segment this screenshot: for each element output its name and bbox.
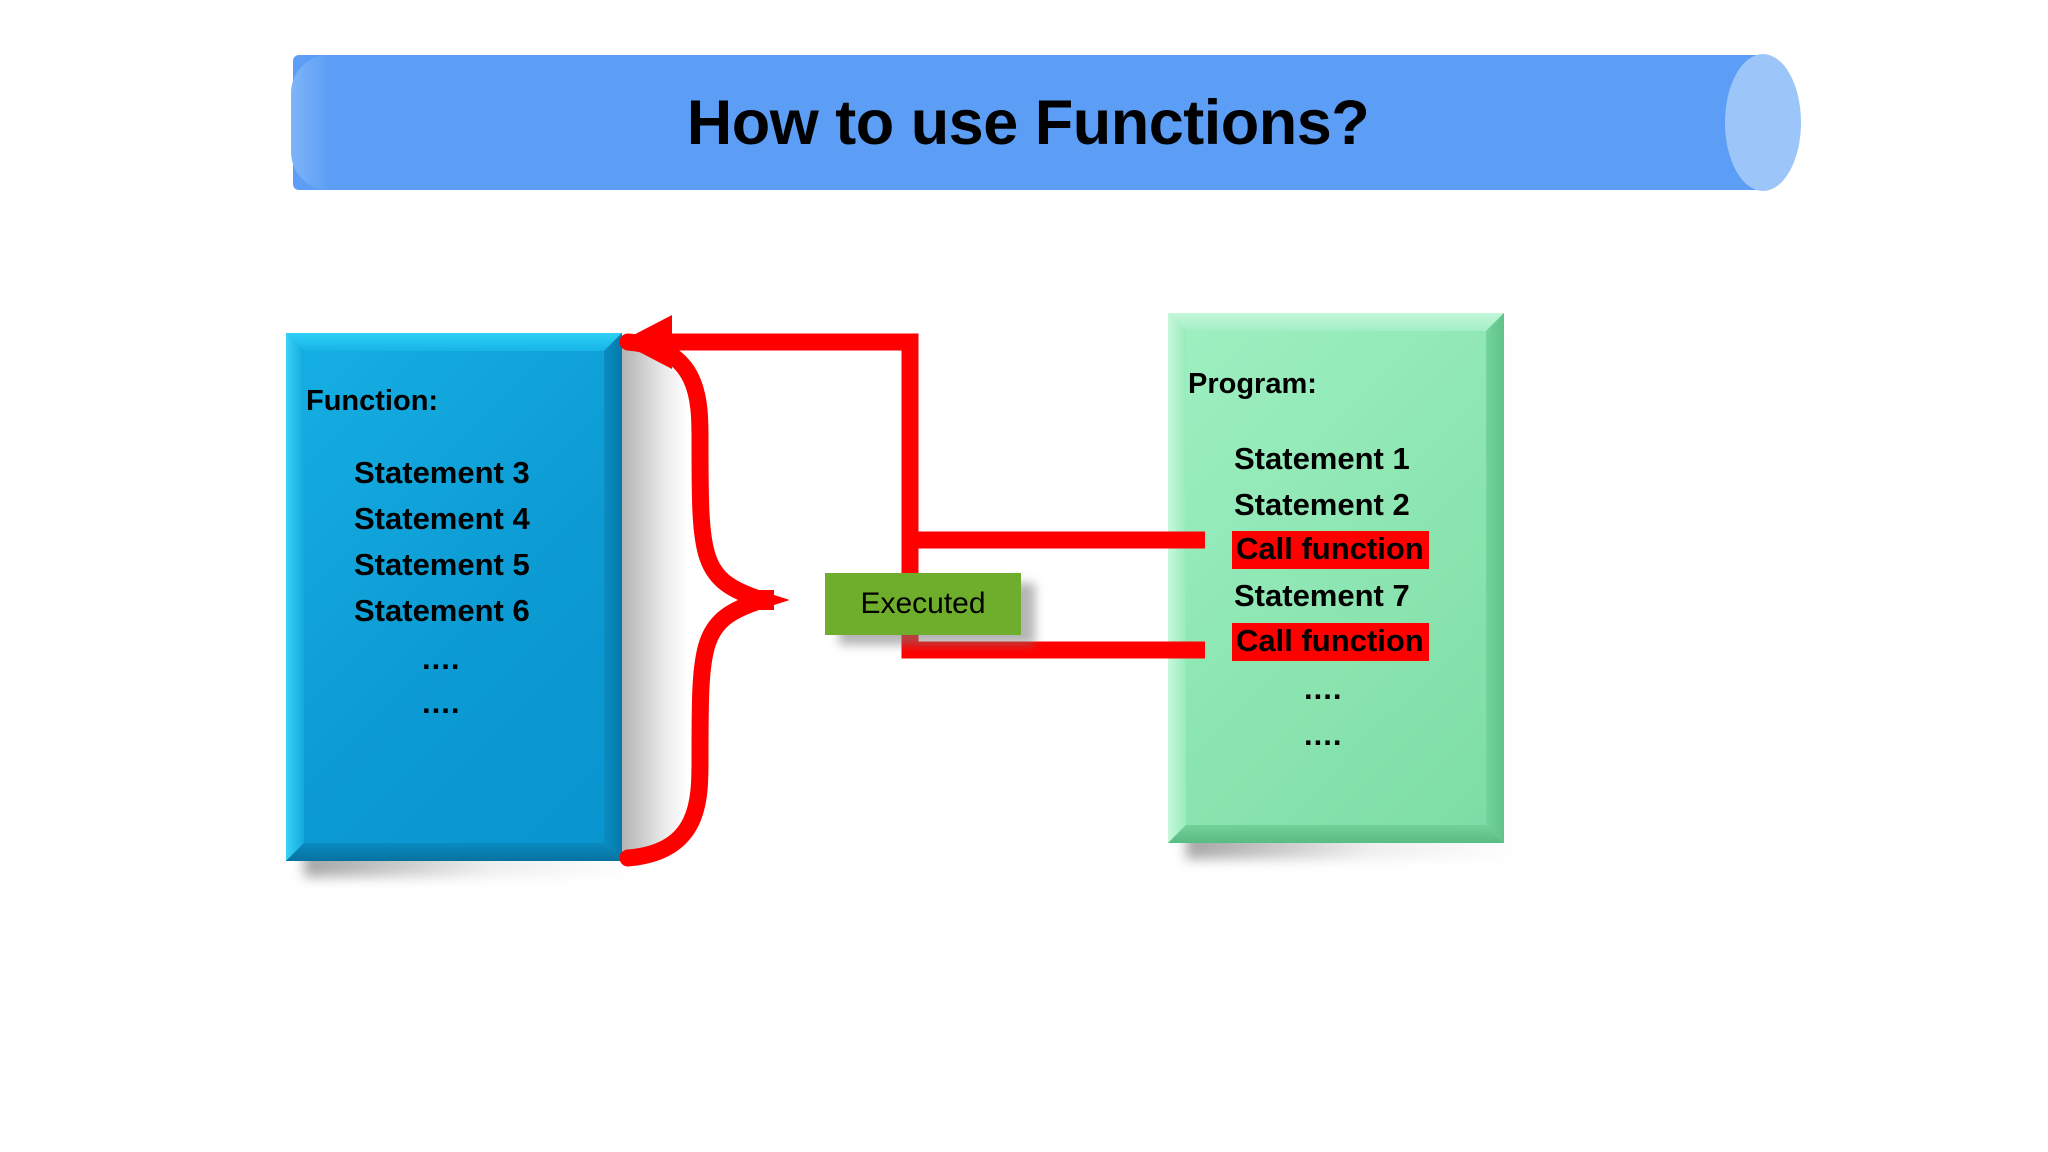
program-box[interactable]: Program: Statement 1 Statement 2 Call fu… — [1168, 313, 1522, 859]
program-statement-1: Statement 1 — [1234, 441, 1410, 476]
executed-tag[interactable]: Executed — [825, 573, 1035, 645]
bevel-left — [1168, 313, 1186, 843]
program-call-function-2[interactable]: Call function — [1232, 623, 1429, 661]
program-box-face — [1168, 313, 1504, 843]
function-box[interactable]: Function: Statement 3 Statement 4 Statem… — [286, 333, 640, 877]
brace-tip — [748, 590, 774, 610]
program-ellipsis-1: .... — [1304, 671, 1343, 706]
program-call-function-1[interactable]: Call function — [1232, 531, 1429, 569]
program-box-heading: Program: — [1188, 368, 1317, 400]
bevel-bottom — [1168, 825, 1504, 843]
title-banner: How to use Functions? — [291, 54, 1801, 191]
function-statement-4: Statement 4 — [354, 501, 530, 536]
program-statement-7: Statement 7 — [1234, 578, 1410, 613]
banner-right-cap-ellipse — [1725, 54, 1801, 191]
function-ellipsis-1: .... — [422, 641, 461, 676]
bevel-right — [1486, 313, 1504, 843]
bevel-top — [1168, 313, 1504, 331]
executed-tag-label: Executed — [825, 573, 1021, 635]
bevel-bottom — [286, 843, 622, 861]
program-statement-2: Statement 2 — [1234, 487, 1410, 522]
banner-left-cap — [291, 55, 329, 190]
function-statement-5: Statement 5 — [354, 547, 530, 582]
function-box-heading: Function: — [306, 385, 439, 417]
program-ellipsis-2: .... — [1304, 717, 1343, 752]
page-title: How to use Functions? — [686, 87, 1370, 158]
bevel-right — [604, 333, 622, 861]
bevel-top — [286, 333, 622, 351]
function-statement-3: Statement 3 — [354, 455, 530, 490]
return-to-function-arrow — [640, 333, 1205, 549]
bevel-left — [286, 333, 304, 861]
function-box-face — [286, 333, 622, 861]
banner-cylinder-body — [293, 55, 1763, 190]
function-statement-6: Statement 6 — [354, 593, 530, 628]
function-ellipsis-2: .... — [422, 685, 461, 720]
